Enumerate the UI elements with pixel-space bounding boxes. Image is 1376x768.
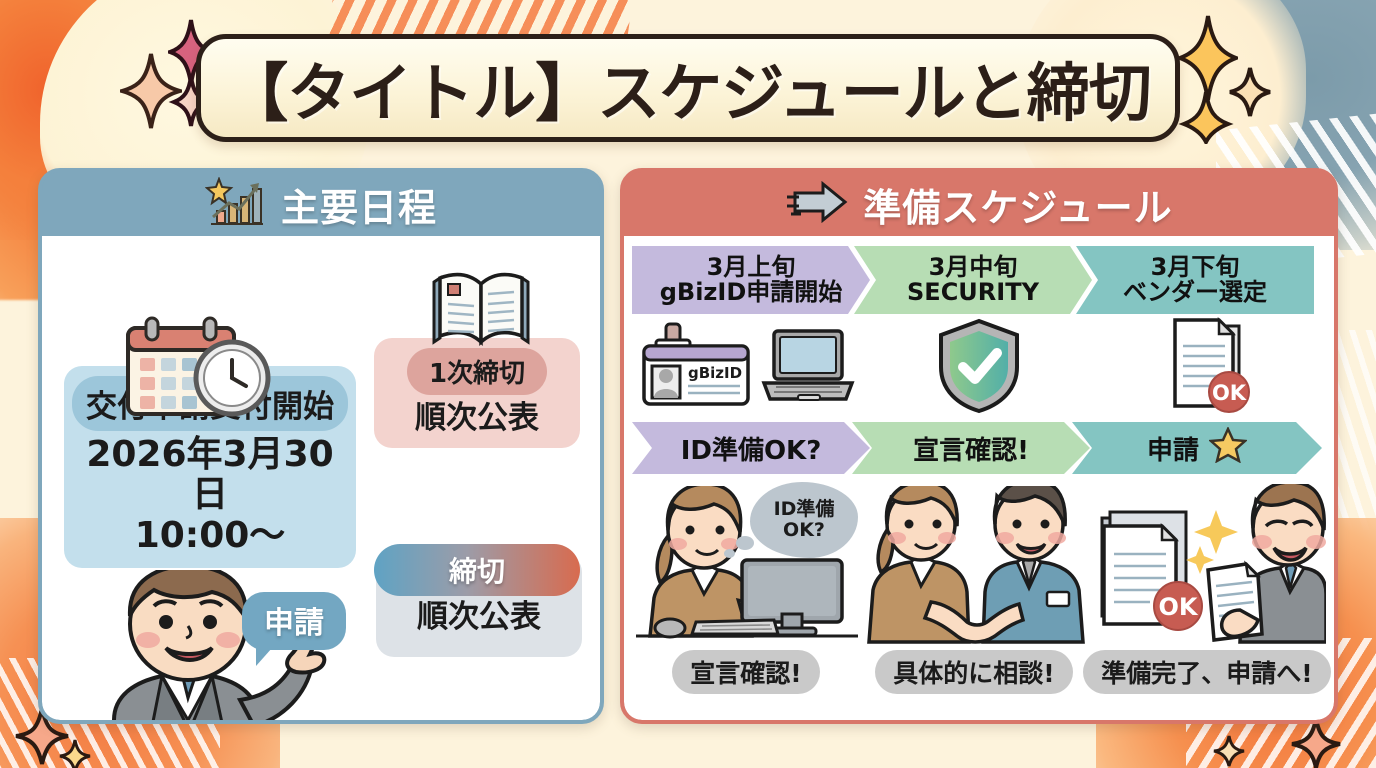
timeline-icons-row: gBizID — [632, 314, 1326, 422]
arrow-right-icon — [785, 180, 849, 227]
illustration-approved-documents: OK — [1090, 484, 1326, 644]
timeline-step-2-task: SECURITY — [907, 278, 1039, 306]
bottom-label-cell-2: 具体的に相談! — [860, 650, 1088, 694]
preparation-schedule-title: 準備スケジュール — [863, 185, 1173, 230]
bottom-label-cell-3: 準備完了、申請へ! — [1083, 650, 1331, 694]
timeline-check-1: ID準備OK? — [632, 422, 870, 474]
timeline-check-2: 宣言確認! — [852, 422, 1090, 474]
preparation-schedule-header: 準備スケジュール — [624, 172, 1334, 236]
timeline-step-1-task: gBizID申請開始 — [659, 278, 843, 306]
timeline-check-3-label: 申請 — [1146, 435, 1199, 466]
timeline-top-row: 3月上旬 gBizID申請開始 3月中旬 SECURITY 3月下旬 ベンダー選… — [632, 246, 1326, 314]
star-icon — [1209, 427, 1247, 470]
timeline-step-1: 3月上旬 gBizID申請開始 — [632, 246, 870, 314]
preparation-schedule-panel: 準備スケジュール 3月上旬 gBizID申請開始 3月中旬 SECURITY 3… — [620, 168, 1338, 724]
document-ok-icon: OK — [1167, 316, 1253, 420]
card-deadline-body: 順次公表 — [417, 599, 541, 635]
icon-cell-gbizid: gBizID — [632, 320, 863, 416]
main-schedule-panel: 主要日程 — [38, 168, 604, 724]
sparkle-icon — [1212, 734, 1246, 768]
timeline-step-3-task: ベンダー選定 — [1123, 278, 1267, 306]
timeline-step-3: 3月下旬 ベンダー選定 — [1076, 246, 1314, 314]
timeline-step-2-period: 3月中旬 — [928, 252, 1018, 281]
sparkle-icon — [1228, 66, 1272, 118]
documents-ok-stamp-text: OK — [1159, 593, 1199, 621]
card-first-deadline-pill: 1次締切 — [406, 348, 548, 395]
illustration-handshake — [861, 486, 1090, 644]
laptop-icon — [760, 327, 856, 409]
bottom-labels-row: 宣言確認! 具体的に相談! 準備完了、申請へ! — [632, 648, 1331, 696]
card-application-start-time: 10:00〜 — [134, 514, 286, 556]
gbizid-card-icon: gBizID — [640, 320, 752, 416]
page-title: 【タイトル】スケジュールと締切 — [225, 56, 1152, 130]
illustrations-row: ID準備 OK? — [632, 474, 1326, 644]
shield-check-icon — [935, 317, 1023, 419]
sparkle-icon — [1290, 716, 1342, 768]
page-title-banner: 【タイトル】スケジュールと締切 — [196, 34, 1180, 142]
calendar-clock-icon — [122, 316, 272, 428]
main-schedule-body: 交付申請受付開始 2026年3月30日 10:00〜 — [42, 236, 600, 720]
icon-cell-document-ok: OK — [1095, 316, 1326, 420]
main-schedule-title: 主要日程 — [280, 185, 437, 230]
sparkle-icon — [14, 706, 70, 766]
timeline-step-1-period: 3月上旬 — [706, 252, 796, 281]
card-first-deadline-body: 順次公表 — [415, 400, 539, 436]
preparation-schedule-body: 3月上旬 gBizID申請開始 3月中旬 SECURITY 3月下旬 ベンダー選… — [624, 236, 1334, 720]
timeline-check-3: 申請 — [1072, 422, 1322, 474]
chart-star-icon — [204, 176, 267, 231]
pointing-businessman-illustration — [62, 563, 342, 720]
illustration-woman-at-computer: ID準備 OK? — [632, 482, 861, 644]
timeline-check-2-label: 宣言確認! — [913, 435, 1029, 466]
card-deadline-pill: 締切 — [374, 544, 580, 596]
timeline-check-1-label: ID準備OK? — [680, 435, 822, 466]
document-ok-stamp-text: OK — [1212, 381, 1247, 405]
open-book-icon — [426, 268, 536, 352]
timeline-bottom-row: ID準備OK? 宣言確認! 申請 — [632, 422, 1326, 474]
sparkle-icon — [1178, 14, 1238, 144]
thought-bubble-line1: ID準備 — [773, 498, 835, 521]
bottom-label-2: 具体的に相談! — [875, 650, 1073, 694]
svg-text:gBizID: gBizID — [688, 364, 742, 382]
timeline-step-3-period: 3月下旬 — [1150, 252, 1240, 281]
sparkle-icon — [120, 52, 182, 130]
apply-speech-bubble: 申請 — [242, 592, 346, 666]
card-deadline: 締切 順次公表 — [374, 544, 582, 657]
thought-bubble-line2: OK? — [783, 519, 825, 541]
bottom-label-1: 宣言確認! — [672, 650, 820, 694]
sparkle-icon — [58, 738, 92, 768]
bottom-label-3: 準備完了、申請へ! — [1083, 650, 1331, 694]
icon-cell-shield — [863, 317, 1094, 419]
card-first-deadline: 1次締切 順次公表 — [374, 338, 580, 448]
timeline-step-2: 3月中旬 SECURITY — [854, 246, 1092, 314]
apply-speech-bubble-label: 申請 — [264, 606, 324, 641]
bottom-label-cell-1: 宣言確認! — [632, 650, 860, 694]
card-application-start-date: 2026年3月30日 — [86, 434, 334, 516]
main-schedule-header: 主要日程 — [42, 172, 600, 236]
thought-bubble: ID準備 OK? — [724, 482, 858, 558]
